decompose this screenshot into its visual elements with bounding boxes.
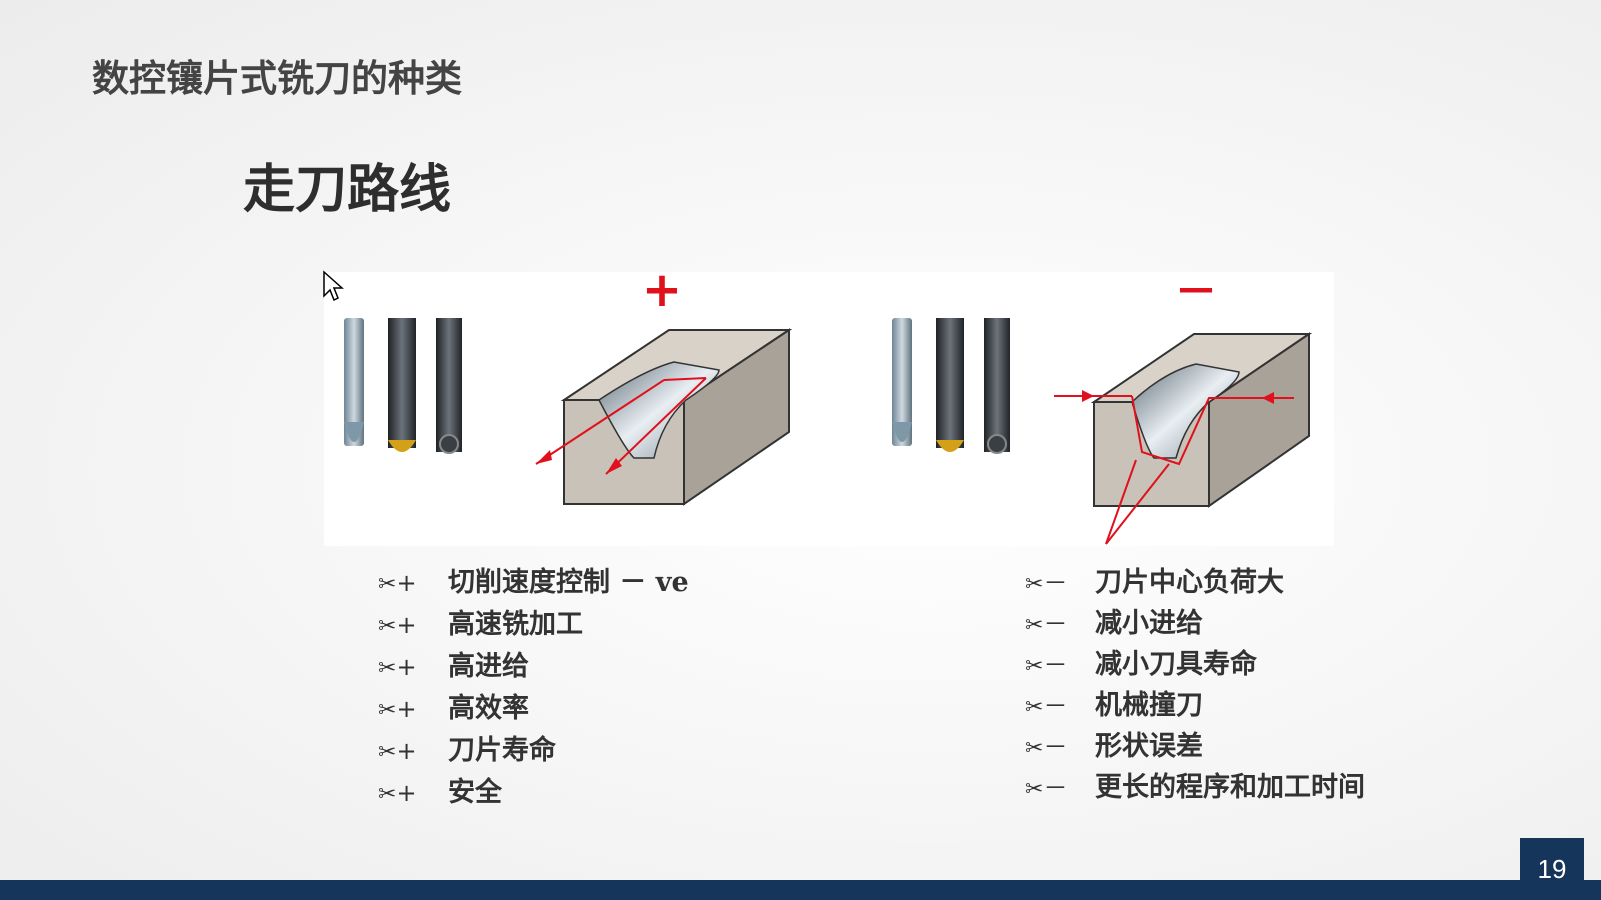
list-item: ✂－刀片中心负荷大 (1025, 560, 1365, 601)
workpiece-block-right (1054, 332, 1313, 545)
slide-title: 走刀路线 (243, 159, 452, 220)
bullet: ✂－ (1025, 569, 1068, 597)
page-number: 19 (1520, 838, 1584, 900)
scissors-icon: ✂ (1025, 654, 1044, 679)
scissors-icon: ✂ (1025, 695, 1044, 720)
disadvantages-list: ✂－刀片中心负荷大 ✂－减小进给 ✂－减小刀具寿命 ✂－机械撞刀 ✂－形状误差 … (1025, 560, 1365, 806)
scissors-icon: ✂ (378, 698, 397, 723)
list-item: ✂+切削速度控制 － ve (378, 567, 689, 598)
list-item: ✂－减小进给 (1025, 601, 1365, 642)
illustration-svg: + — (344, 272, 1313, 545)
round-insert-mill-icon (436, 318, 462, 452)
workpiece-block-left (535, 328, 793, 506)
bullet: ✂－ (1025, 610, 1068, 638)
scissors-icon: ✂ (1025, 736, 1044, 761)
scissors-icon: ✂ (1025, 613, 1044, 638)
bullet: ✂+ (378, 611, 417, 639)
list-item: ✂－机械撞刀 (1025, 683, 1365, 724)
list-item: ✂－形状误差 (1025, 724, 1365, 765)
tool-group-right (892, 318, 1010, 454)
scissors-icon: ✂ (1025, 572, 1044, 597)
scissors-icon: ✂ (378, 572, 397, 597)
plus-sign: + (642, 272, 682, 318)
minus-sign: — (1178, 272, 1214, 309)
scissors-icon: ✂ (1025, 777, 1044, 802)
scissors-icon: ✂ (378, 614, 397, 639)
ball-end-mill-icon (344, 318, 364, 446)
advantages-list: ✂+切削速度控制 － ve ✂+高速铣加工 ✂+高进给 ✂+高效率 ✂+刀片寿命… (378, 560, 689, 812)
bullet: ✂－ (1025, 733, 1068, 761)
list-item: ✂+高进给 (378, 651, 529, 682)
header-title: 数控镶片式铣刀的种类 (92, 56, 462, 100)
bullet: ✂－ (1025, 692, 1068, 720)
insert-ball-mill-icon (936, 318, 964, 448)
list-item: ✂+安全 (378, 777, 502, 808)
round-insert-mill-icon (984, 318, 1010, 452)
bullet: ✂－ (1025, 651, 1068, 679)
list-item: ✂+高效率 (378, 693, 529, 724)
bullet: ✂+ (378, 653, 417, 681)
list-item: ✂+刀片寿命 (378, 735, 556, 766)
list-item: ✂+高速铣加工 (378, 609, 583, 640)
bullet: ✂+ (378, 737, 417, 765)
list-item: ✂－减小刀具寿命 (1025, 642, 1365, 683)
tool-group-left (344, 318, 462, 454)
scissors-icon: ✂ (378, 782, 397, 807)
list-item: ✂－更长的程序和加工时间 (1025, 765, 1365, 806)
bullet: ✂+ (378, 569, 417, 597)
scissors-icon: ✂ (378, 656, 397, 681)
bullet: ✂+ (378, 779, 417, 807)
footer-bar (0, 880, 1601, 900)
mouse-cursor-icon (323, 270, 344, 302)
insert-ball-mill-icon (388, 318, 416, 448)
scissors-icon: ✂ (378, 740, 397, 765)
milling-path-illustration: + — (324, 272, 1334, 546)
bullet: ✂－ (1025, 774, 1068, 802)
bullet: ✂+ (378, 695, 417, 723)
ball-end-mill-icon (892, 318, 912, 446)
